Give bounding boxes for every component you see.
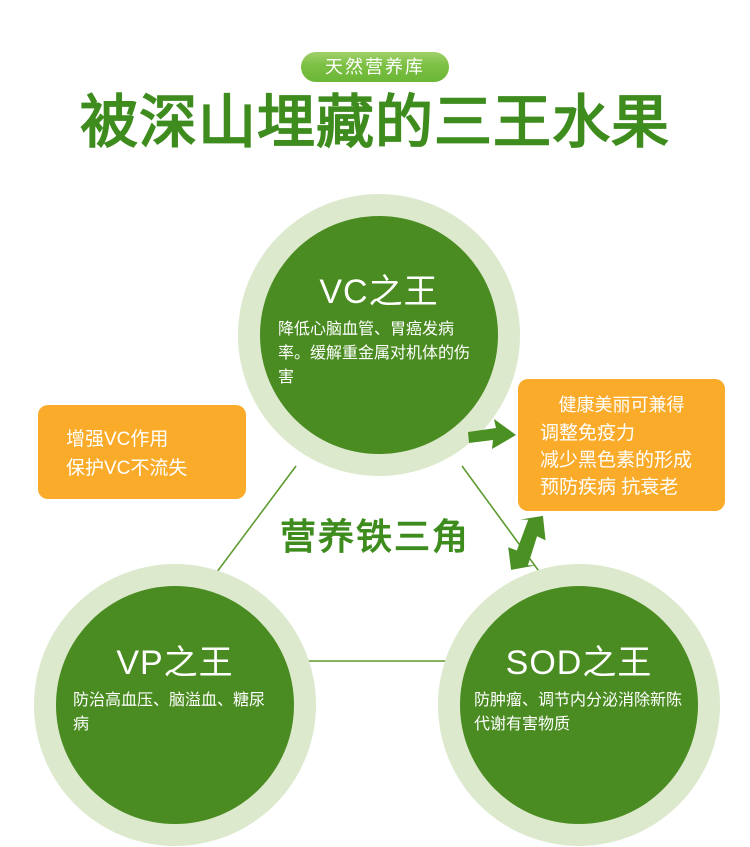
node-vp-inner: VP之王 防治高血压、脑溢血、糖尿病 [56,586,294,824]
node-vp-title: VP之王 [116,644,234,683]
node-vc-inner: VC之王 降低心脑血管、胃癌发病率。缓解重金属对机体的伤害 [260,216,498,454]
callout-left: 增强VC作用 保护VC不流失 [38,405,246,499]
node-sod-description: 防肿瘤、调节内分泌消除新陈代谢有害物质 [474,691,683,733]
node-vc-title: VC之王 [319,273,439,312]
node-sod: SOD之王 防肿瘤、调节内分泌消除新陈代谢有害物质 [438,564,720,846]
callout-left-line-1: 增强VC作用 [66,429,169,450]
callout-right-line-2: 减少黑色素的形成 [540,449,693,471]
node-vc-description: 降低心脑血管、胃癌发病率。缓解重金属对机体的伤害 [278,320,471,386]
node-vp-description: 防治高血压、脑溢血、糖尿病 [73,691,266,733]
arrow-up-icon [508,515,546,570]
arrow-right-icon [468,419,516,449]
badge-label: 天然营养库 [325,57,425,77]
node-sod-title: SOD之王 [505,644,653,683]
node-vp: VP之王 防治高血压、脑溢血、糖尿病 [34,564,316,846]
node-sod-inner: SOD之王 防肿瘤、调节内分泌消除新陈代谢有害物质 [460,586,698,824]
callout-right-line-1: 调整免疫力 [540,423,636,444]
center-caption: 营养铁三角 [279,516,470,557]
node-vc: VC之王 降低心脑血管、胃癌发病率。缓解重金属对机体的伤害 [238,194,520,476]
callout-right-heading: 健康美丽可兼得 [558,395,685,415]
badge-natural-nutrition: 天然营养库 [301,52,449,82]
page-title: 被深山埋藏的三王水果 [79,90,670,155]
callout-right: 健康美丽可兼得 调整免疫力 减少黑色素的形成 预防疾病 抗衰老 [518,379,725,511]
callout-left-line-2: 保护VC不流失 [66,458,188,480]
callout-right-line-3: 预防疾病 抗衰老 [540,476,679,498]
